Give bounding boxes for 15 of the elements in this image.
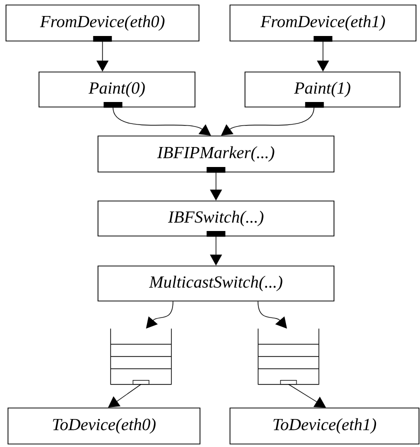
element-box: ToDevice(eth1): [230, 408, 420, 444]
arrow: [112, 107, 211, 136]
element-box: Paint(0): [38, 72, 196, 108]
arrow: [221, 107, 314, 136]
element-box: FromDevice(eth1): [230, 4, 416, 42]
arrow: [288, 384, 326, 408]
element-box: IBFSwitch(...): [98, 200, 334, 236]
element-box: IBFIPMarker(...): [98, 136, 334, 172]
element-box: Paint(1): [244, 72, 400, 108]
arrow: [108, 384, 142, 408]
queue-drawing: [258, 328, 320, 385]
element-box: FromDevice(eth0): [6, 4, 200, 42]
element-box: MulticastSwitch(...): [98, 266, 334, 302]
element-box: ToDevice(eth0): [8, 408, 200, 444]
queue-drawing: [110, 328, 172, 385]
